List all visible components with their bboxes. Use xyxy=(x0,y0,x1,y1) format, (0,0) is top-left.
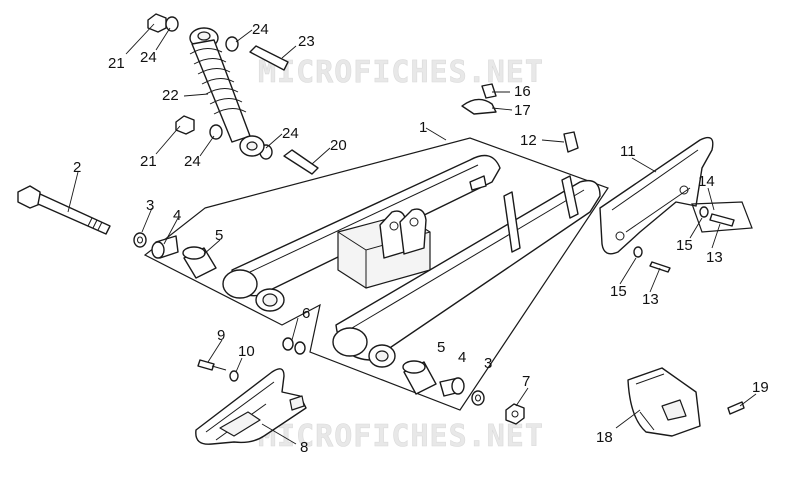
callout-5-left: 5 xyxy=(215,227,223,244)
callout-7: 7 xyxy=(522,373,530,390)
callout-14: 14 xyxy=(698,173,715,190)
callout-24-c: 24 xyxy=(184,153,201,170)
washer-10 xyxy=(229,370,239,382)
nut xyxy=(505,403,525,425)
chain-slider xyxy=(195,368,307,445)
screw-16 xyxy=(481,83,497,99)
washer-24-c xyxy=(209,124,223,140)
washer-right xyxy=(471,390,485,406)
callout-13-lower: 13 xyxy=(642,291,659,308)
bolt-23 xyxy=(249,45,289,71)
swingarm xyxy=(222,154,601,368)
nut-21-top xyxy=(147,13,167,33)
callout-2: 2 xyxy=(73,159,81,176)
pivot-bolt xyxy=(17,185,111,235)
watermark-top: MICROFICHES.NET xyxy=(258,55,544,90)
washer-15-lower xyxy=(633,246,643,258)
callout-4-left: 4 xyxy=(173,207,181,224)
clip xyxy=(563,131,579,153)
chain-protector xyxy=(627,367,701,437)
callout-22: 22 xyxy=(162,87,179,104)
shock-absorber xyxy=(189,27,265,157)
small-bushing-a xyxy=(282,337,294,351)
callout-labels: 1 2 3 3 4 4 5 5 6 7 8 9 10 11 12 13 13 1… xyxy=(73,21,769,456)
callout-23: 23 xyxy=(298,33,315,50)
bolt-20 xyxy=(283,149,319,175)
callout-21-top: 21 xyxy=(108,55,125,72)
screw-13-lower xyxy=(649,261,671,273)
watermark-bottom: MICROFICHES.NET xyxy=(258,419,544,454)
callout-21-bottom: 21 xyxy=(140,153,157,170)
nut-21-bottom xyxy=(175,115,195,135)
callout-24-d: 24 xyxy=(282,125,299,142)
callout-13-upper: 13 xyxy=(706,249,723,266)
washer-24-b xyxy=(225,36,239,52)
callout-24-a: 24 xyxy=(140,49,157,66)
swingarm-group-outline xyxy=(143,137,609,411)
chain-guard xyxy=(599,136,714,255)
callout-4-right: 4 xyxy=(458,349,466,366)
callout-15-upper: 15 xyxy=(676,237,693,254)
bushing-right xyxy=(439,377,465,397)
callout-5-right: 5 xyxy=(437,339,445,356)
callout-11: 11 xyxy=(620,143,636,160)
screw-19 xyxy=(727,401,745,415)
callout-24-b: 24 xyxy=(252,21,269,38)
callout-3-left: 3 xyxy=(146,197,154,214)
callout-8: 8 xyxy=(300,439,308,456)
leader-lines xyxy=(67,23,757,445)
callout-15-lower: 15 xyxy=(610,283,627,300)
group-outline-14 xyxy=(691,201,753,233)
washer-left xyxy=(133,232,147,248)
callout-1: 1 xyxy=(419,119,427,136)
screw-9 xyxy=(197,359,215,371)
washer-15-upper xyxy=(699,206,709,218)
callout-17: 17 xyxy=(514,102,531,119)
callout-16: 16 xyxy=(514,83,531,100)
bushing-left xyxy=(151,235,179,259)
callout-12: 12 xyxy=(520,132,537,149)
callout-10: 10 xyxy=(238,343,255,360)
small-bushing-b xyxy=(294,341,306,355)
callout-18: 18 xyxy=(596,429,613,446)
callout-6: 6 xyxy=(302,305,310,322)
callout-20: 20 xyxy=(330,137,347,154)
callout-3-right: 3 xyxy=(484,355,492,372)
callout-9: 9 xyxy=(217,327,225,344)
washer-24-a xyxy=(165,16,179,32)
screw-13-upper xyxy=(709,213,735,227)
clamp-17 xyxy=(461,98,497,115)
callout-19: 19 xyxy=(752,379,769,396)
